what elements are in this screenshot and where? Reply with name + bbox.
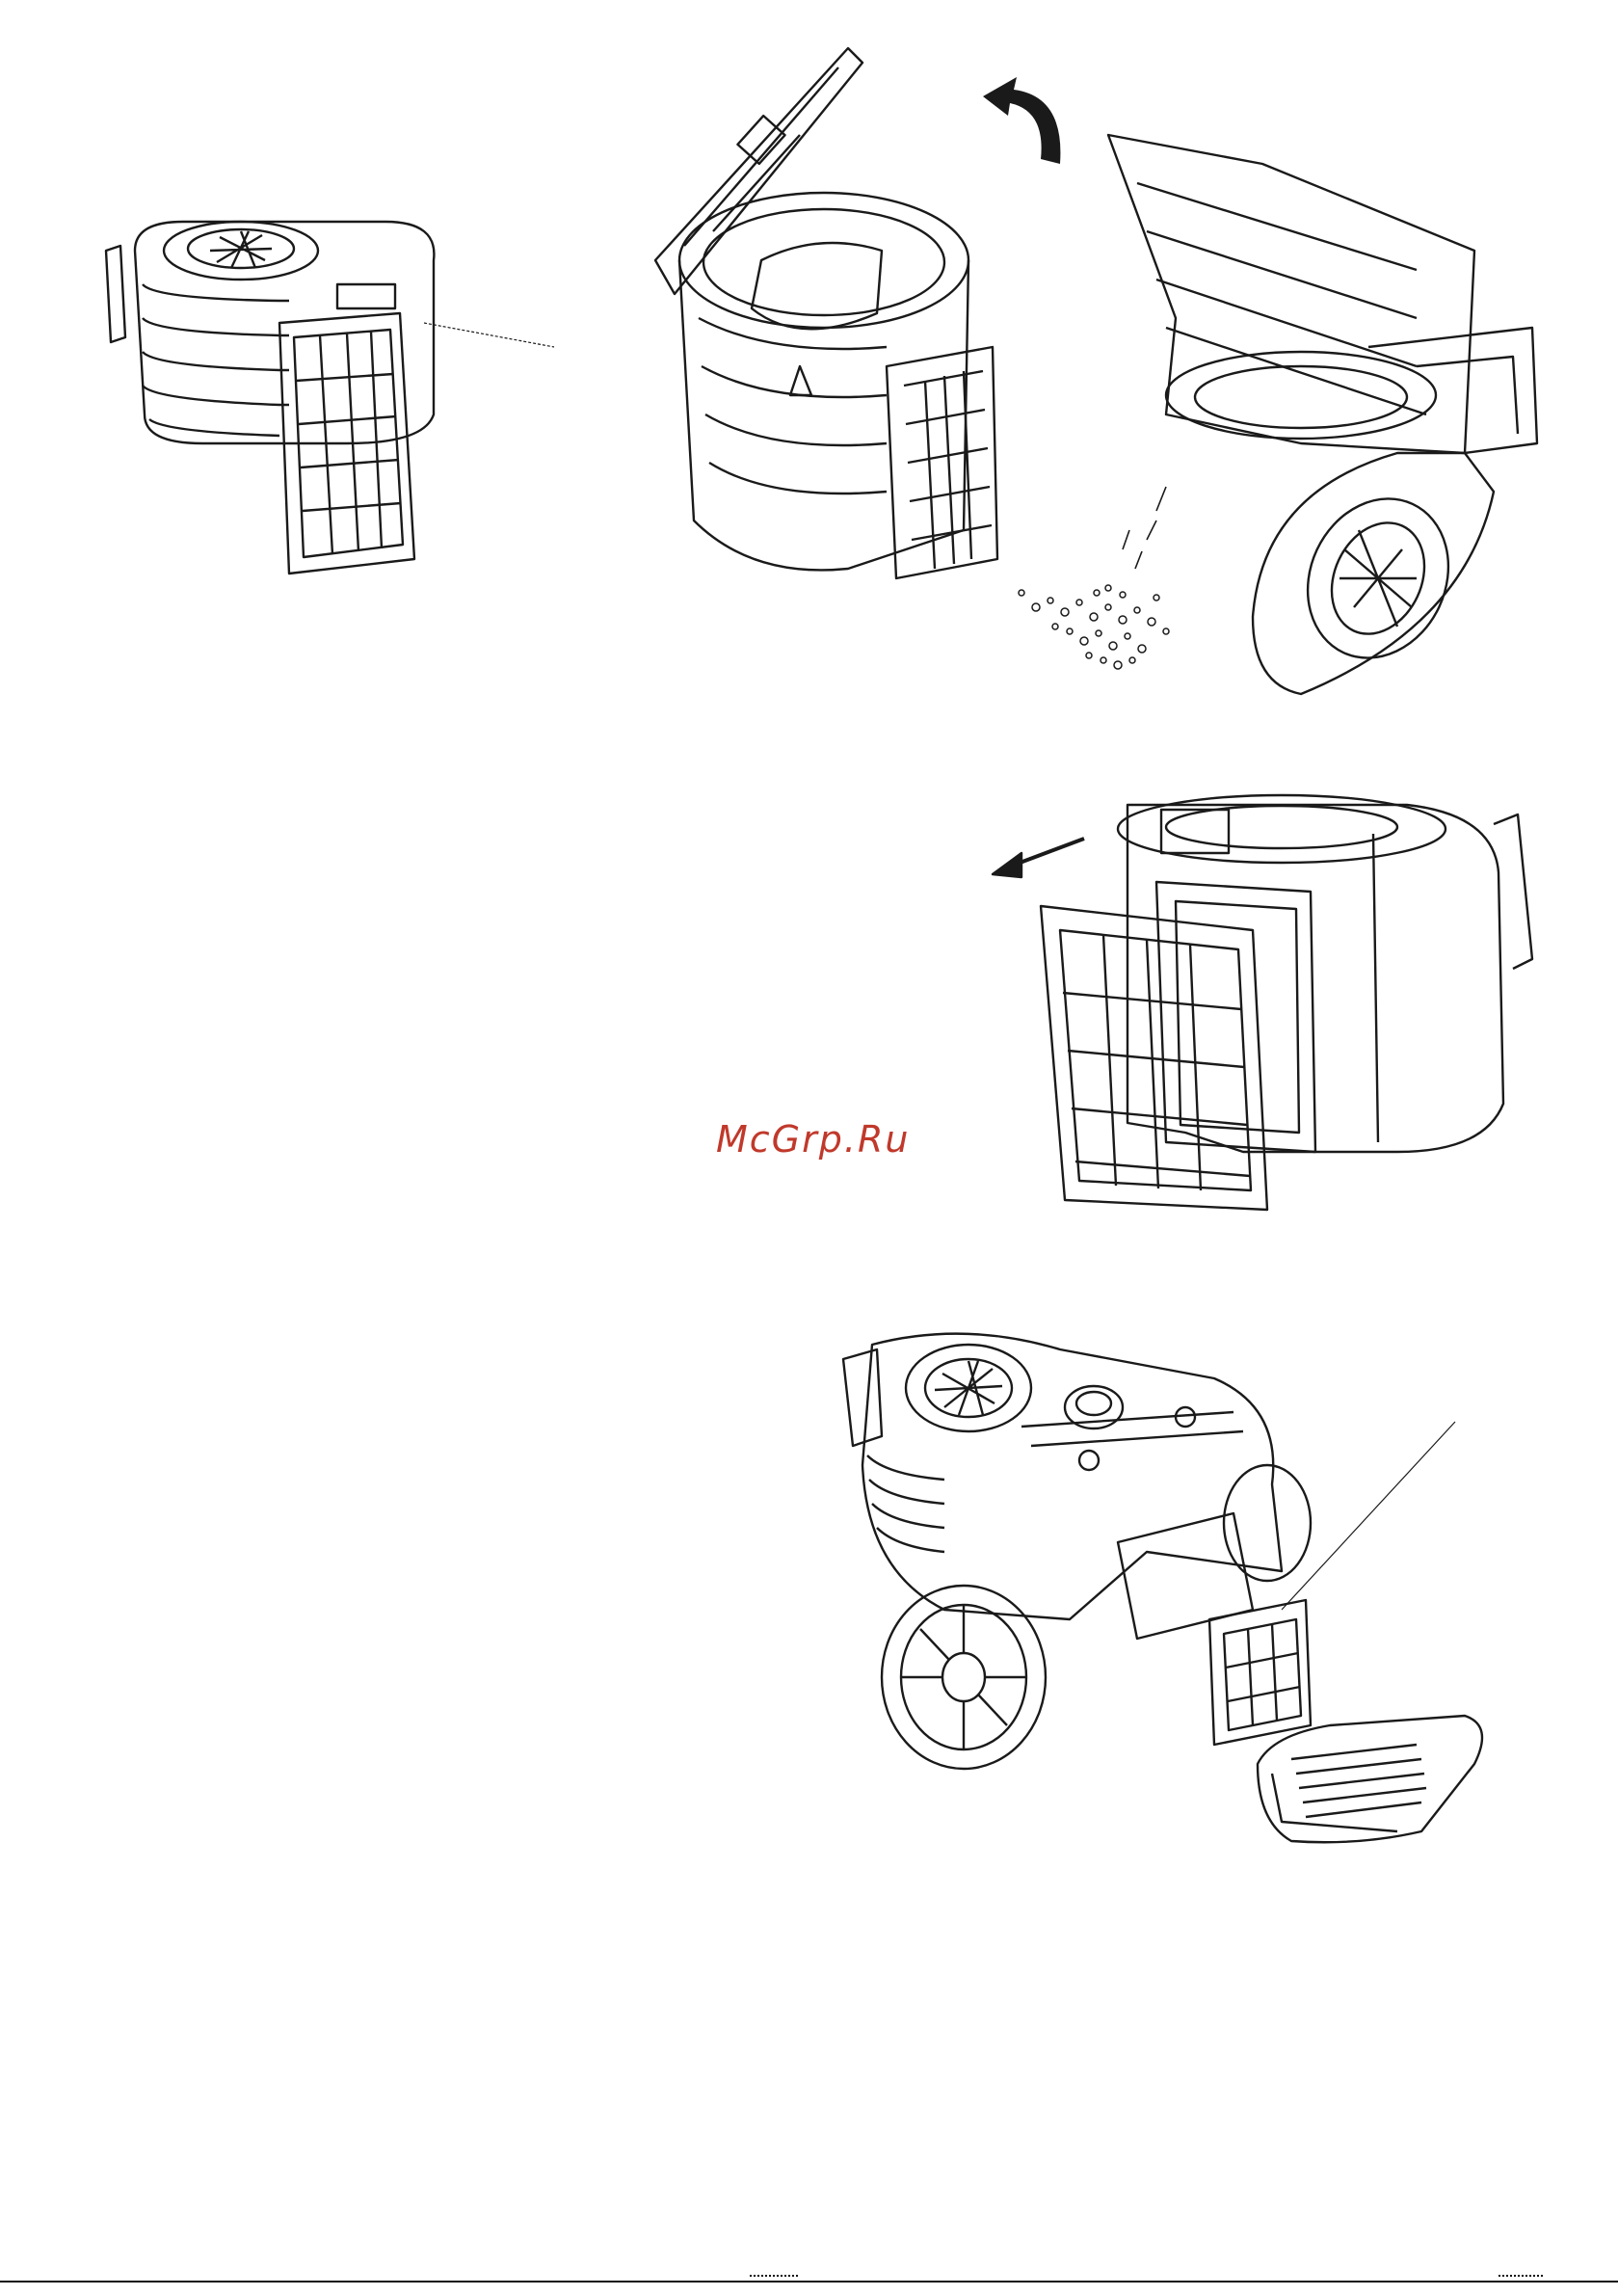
vacuum-cleaner-figure	[829, 1321, 1484, 1860]
footer-mark	[1499, 2275, 1543, 2286]
removing-filter-figure	[993, 786, 1542, 1219]
dust-container-figure	[96, 193, 569, 578]
footer-mark	[750, 2275, 798, 2286]
dust-particles-icon	[1012, 574, 1185, 680]
page-footer	[0, 2275, 1618, 2296]
footer-rule	[0, 2281, 1618, 2283]
watermark: McGrp.Ru	[716, 1118, 910, 1161]
